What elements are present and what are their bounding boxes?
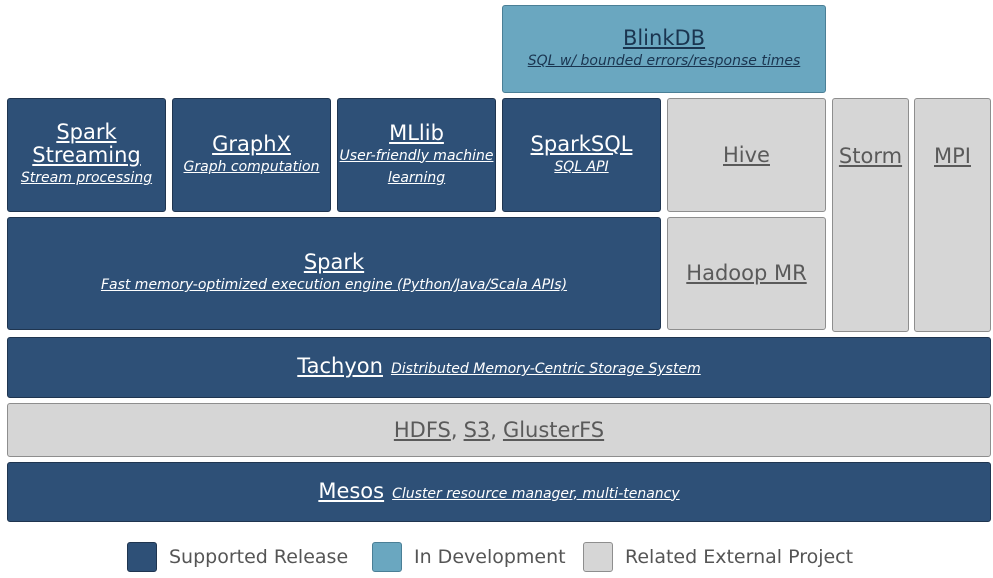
legend-item-supported: Supported Release [127, 542, 348, 572]
blinkdb-desc[interactable]: SQL w/ bounded errors/response times [527, 52, 801, 69]
hadoop-mr-box: Hadoop MR [667, 217, 826, 330]
tachyon-name[interactable]: Tachyon [297, 354, 383, 378]
s3-name[interactable]: S3 [463, 417, 491, 442]
storage-separator-2: , [490, 417, 497, 442]
glusterfs-name[interactable]: GlusterFS [502, 417, 605, 442]
spark-desc[interactable]: Fast memory-optimized execution engine (… [100, 277, 568, 293]
sparksql-name[interactable]: SparkSQL [530, 131, 633, 156]
mesos-box: Mesos Cluster resource manager, multi-te… [7, 462, 991, 522]
legend-label-supported: Supported Release [169, 546, 349, 568]
spark-streaming-box: Spark Streaming Stream processing [7, 98, 166, 212]
graphx-desc[interactable]: Graph computation [183, 158, 320, 175]
tachyon-box: Tachyon Distributed Memory-Centric Stora… [7, 337, 991, 398]
hadoop-mr-name[interactable]: Hadoop MR [686, 261, 807, 285]
spark-streaming-name-line2[interactable]: Streaming [32, 143, 141, 167]
blinkdb-name[interactable]: BlinkDB [622, 25, 706, 50]
legend-item-external: Related External Project [583, 542, 853, 572]
graphx-box: GraphX Graph computation [172, 98, 331, 212]
tachyon-desc[interactable]: Distributed Memory-Centric Storage Syste… [390, 361, 701, 377]
mllib-name[interactable]: MLlib [389, 120, 444, 145]
mpi-box: MPI [914, 98, 991, 332]
spark-streaming-name-line1[interactable]: Spark [56, 120, 117, 144]
spark-name[interactable]: Spark [303, 250, 365, 274]
legend-swatch-external [583, 542, 613, 572]
mllib-box: MLlib User-friendly machine learning [337, 98, 496, 212]
legend: Supported Release In Development Related… [0, 540, 993, 578]
mesos-desc[interactable]: Cluster resource manager, multi-tenancy [392, 485, 680, 502]
blinkdb-box: BlinkDB SQL w/ bounded errors/response t… [502, 5, 826, 93]
spark-box: Spark Fast memory-optimized execution en… [7, 217, 661, 330]
storm-name[interactable]: Storm [838, 144, 903, 168]
sparksql-desc[interactable]: SQL API [554, 158, 609, 175]
sparksql-box: SparkSQL SQL API [502, 98, 661, 212]
hive-box: Hive [667, 98, 826, 212]
mpi-name[interactable]: MPI [934, 144, 971, 168]
mllib-desc-line2[interactable]: learning [387, 169, 446, 186]
legend-swatch-supported [127, 542, 157, 572]
storm-box: Storm [832, 98, 909, 332]
storage-box: HDFS , S3 , GlusterFS [7, 403, 991, 457]
spark-streaming-desc[interactable]: Stream processing [20, 170, 153, 186]
hive-name[interactable]: Hive [723, 142, 770, 167]
legend-label-external: Related External Project [625, 546, 854, 568]
legend-swatch-development [372, 542, 402, 572]
storage-separator-1: , [450, 417, 458, 442]
graphx-name[interactable]: GraphX [212, 131, 291, 156]
hdfs-name[interactable]: HDFS [393, 417, 451, 442]
legend-label-development: In Development [414, 546, 566, 568]
mllib-desc-line1[interactable]: User-friendly machine [339, 147, 494, 164]
legend-item-development: In Development [372, 542, 566, 572]
mesos-name[interactable]: Mesos [318, 478, 385, 503]
